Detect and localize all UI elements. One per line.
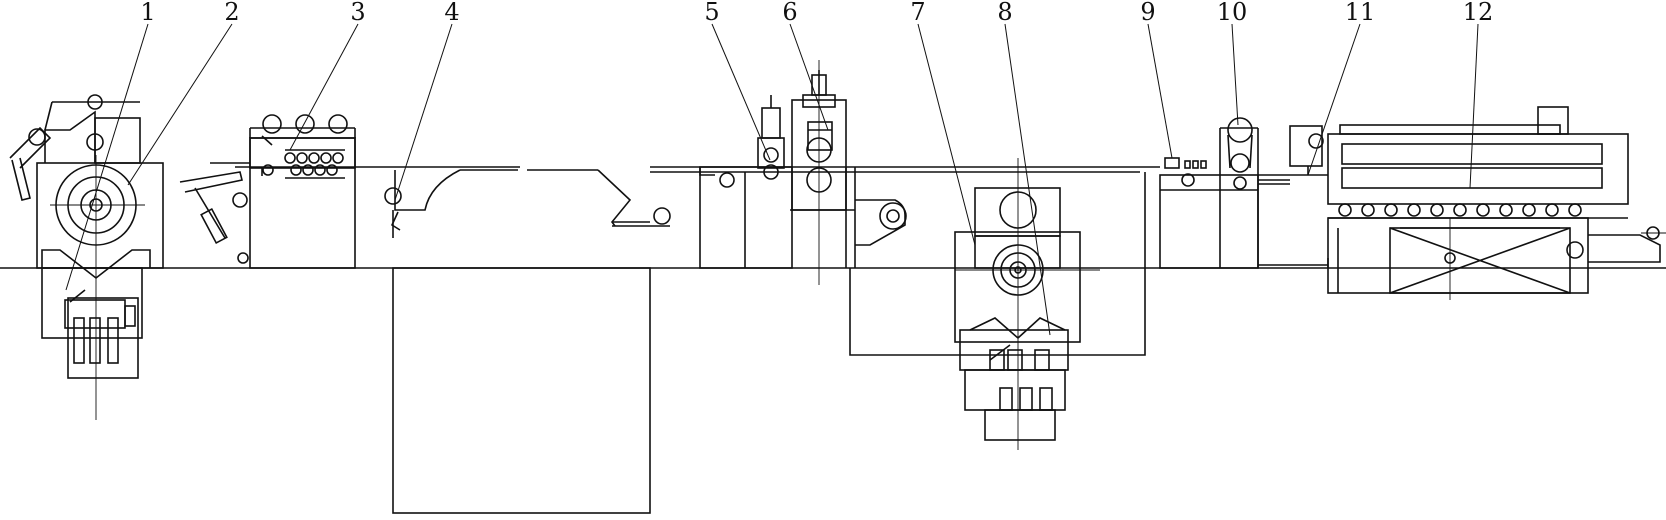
feed-table xyxy=(179,162,250,264)
part-label-1: 1 xyxy=(140,0,155,26)
uncoiler xyxy=(9,94,164,420)
part-label-5: 5 xyxy=(704,0,719,26)
part-label-9: 9 xyxy=(1140,0,1155,26)
stacker xyxy=(1327,106,1666,300)
part-label-11: 11 xyxy=(1345,0,1376,26)
part-label-2: 2 xyxy=(224,0,239,26)
scrap-coiler xyxy=(849,158,1146,450)
part-labels: 1 2 3 4 5 6 7 8 9 10 11 12 xyxy=(140,0,1493,26)
part-label-7: 7 xyxy=(910,0,925,26)
part-label-3: 3 xyxy=(350,0,365,26)
shear-station xyxy=(699,60,856,285)
part-label-6: 6 xyxy=(782,0,797,26)
looping-pit xyxy=(384,169,671,514)
part-label-10: 10 xyxy=(1217,0,1248,26)
part-label-8: 8 xyxy=(997,0,1012,26)
leveler xyxy=(249,114,356,269)
leader-lines xyxy=(65,23,1479,336)
strip-path xyxy=(235,166,1290,185)
part-label-4: 4 xyxy=(444,0,459,26)
part-label-12: 12 xyxy=(1463,0,1494,26)
tension-unit xyxy=(1159,117,1259,269)
